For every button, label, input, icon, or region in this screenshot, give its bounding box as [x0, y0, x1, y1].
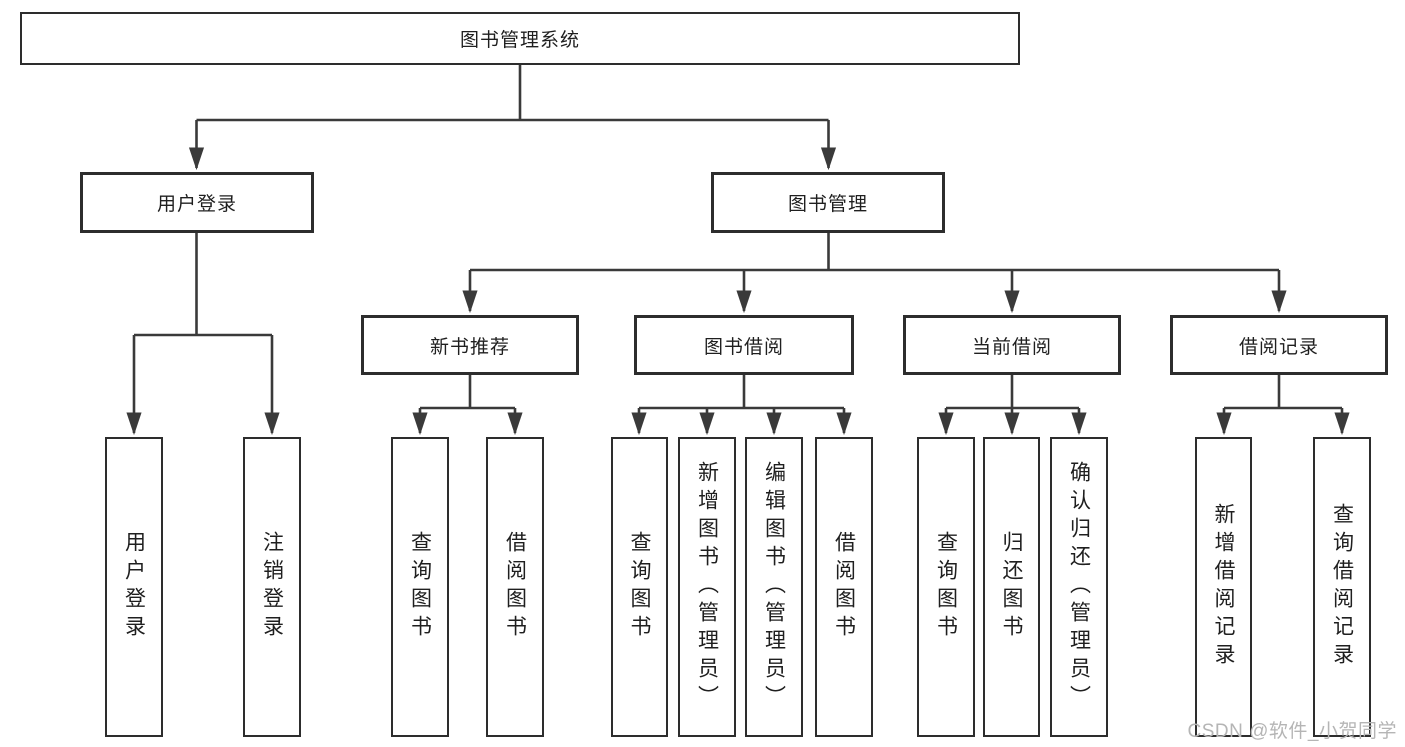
node-new-book-recommendation: 新书推荐 — [361, 315, 579, 375]
node-current-borrowing: 当前借阅 — [903, 315, 1121, 375]
node-label: 查询图书 — [628, 531, 651, 643]
node-label: 当前借阅 — [971, 336, 1052, 358]
node-label: 用户登录 — [156, 194, 237, 215]
node-book-management-branch: 图书管理 — [711, 172, 945, 233]
node-leaf-logout: 注销登录 — [243, 437, 301, 737]
node-borrowing-records: 借阅记录 — [1170, 315, 1388, 375]
node-label: 借阅记录 — [1238, 336, 1319, 358]
node-leaf-query-book-borrowing: 查询图书 — [611, 437, 668, 737]
node-label: 归还图书 — [1000, 531, 1023, 643]
node-label: 借阅图书 — [503, 531, 527, 643]
node-leaf-add-book-admin: 新增图书（管理员） — [678, 437, 736, 737]
node-leaf-query-book-recommend: 查询图书 — [391, 437, 449, 737]
node-leaf-confirm-return-admin: 确认归还（管理员） — [1050, 437, 1108, 737]
node-leaf-borrow-book-recommend: 借阅图书 — [486, 437, 544, 737]
node-leaf-query-borrow-record: 查询借阅记录 — [1313, 437, 1371, 737]
node-label: 借阅图书 — [832, 531, 856, 643]
node-label: 编辑图书（管理员） — [762, 461, 786, 713]
node-library-management-system: 图书管理系统 — [20, 12, 1020, 65]
node-label: 查询借阅记录 — [1330, 503, 1354, 671]
node-label: 用户登录 — [122, 531, 146, 643]
node-leaf-query-book-current: 查询图书 — [917, 437, 975, 737]
node-label: 图书管理 — [787, 194, 868, 215]
node-label: 查询图书 — [934, 531, 958, 643]
node-leaf-add-borrow-record: 新增借阅记录 — [1195, 437, 1252, 737]
csdn-watermark: CSDN @软件_小贺同学 — [1187, 721, 1397, 742]
node-leaf-return-book: 归还图书 — [983, 437, 1040, 737]
node-label: 确认归还（管理员） — [1067, 461, 1091, 713]
node-leaf-borrow-book: 借阅图书 — [815, 437, 873, 737]
node-label: 新增图书（管理员） — [695, 461, 719, 713]
node-label: 图书管理系统 — [459, 30, 580, 51]
node-label: 新增借阅记录 — [1212, 503, 1235, 671]
node-label: 新书推荐 — [429, 336, 510, 358]
node-leaf-edit-book-admin: 编辑图书（管理员） — [745, 437, 803, 737]
node-user-login-branch: 用户登录 — [80, 172, 314, 233]
node-label: 图书借阅 — [703, 336, 784, 358]
node-label: 查询图书 — [408, 531, 432, 643]
node-leaf-user-login: 用户登录 — [105, 437, 163, 737]
node-book-borrowing: 图书借阅 — [634, 315, 854, 375]
node-label: 注销登录 — [260, 531, 284, 643]
